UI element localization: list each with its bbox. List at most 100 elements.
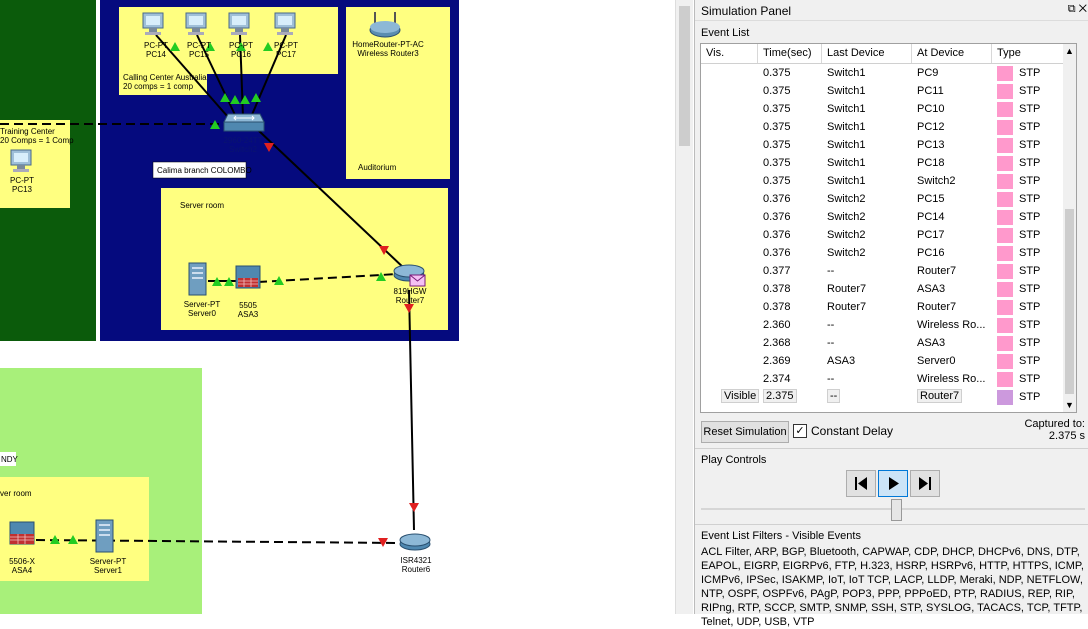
restore-icon[interactable]: ⧉ — [1067, 3, 1076, 15]
event-cell-at: PC14 — [917, 211, 945, 223]
event-color-swatch — [997, 264, 1013, 279]
simulation-panel: Simulation Panel ⧉ ✕ Event List Vis. Tim… — [694, 0, 1088, 628]
speed-slider-thumb[interactable] — [891, 499, 902, 521]
event-color-swatch — [997, 228, 1013, 243]
event-list-table[interactable]: Vis. Time(sec) Last Device At Device Typ… — [700, 43, 1077, 413]
event-cell-type: STP — [1019, 211, 1041, 223]
workspace-scrollbar[interactable] — [675, 0, 693, 614]
router-icon[interactable] — [393, 264, 426, 287]
event-cell-at: PC17 — [917, 229, 945, 241]
event-list-scroll-thumb[interactable] — [1065, 209, 1074, 394]
event-cell-type: STP — [1019, 121, 1041, 133]
event-cell-last: Switch2 — [827, 229, 866, 241]
event-cell-last: Switch1 — [827, 175, 866, 187]
event-cell-last: -- — [827, 389, 841, 403]
event-color-swatch — [997, 372, 1013, 387]
event-cell-type: STP — [1019, 337, 1041, 349]
play-button[interactable] — [878, 470, 908, 497]
step-back-button[interactable] — [846, 470, 876, 497]
pc-icon[interactable] — [228, 12, 250, 35]
event-cell-time: 2.369 — [763, 355, 791, 367]
event-cell-at: Router7 — [917, 389, 963, 403]
col-time[interactable]: Time(sec) — [763, 47, 812, 59]
pc-icon[interactable] — [185, 12, 207, 35]
pc-icon[interactable] — [274, 12, 296, 35]
server-icon[interactable] — [188, 262, 207, 296]
event-cell-at: Server0 — [917, 355, 956, 367]
scroll-down-icon[interactable]: ▼ — [1065, 400, 1074, 410]
col-type[interactable]: Type — [997, 47, 1021, 59]
link-pc15-switch2 — [196, 34, 237, 118]
event-cell-last: Switch1 — [827, 67, 866, 79]
event-cell-type: STP — [1019, 373, 1041, 385]
col-at-device[interactable]: At Device — [917, 47, 965, 59]
link-asa3-router7 — [257, 273, 399, 283]
event-cell-at: Wireless Ro... — [917, 319, 986, 331]
router-icon[interactable] — [399, 533, 431, 551]
event-cell-at: Wireless Ro... — [917, 373, 986, 385]
step-forward-button[interactable] — [910, 470, 940, 497]
filters-list[interactable]: ACL Filter, ARP, BGP, Bluetooth, CAPWAP,… — [701, 546, 1084, 628]
event-color-swatch — [997, 66, 1013, 81]
event-cell-type: STP — [1019, 247, 1041, 259]
event-list-scrollbar[interactable]: ▲ ▼ — [1063, 44, 1076, 412]
event-cell-time: 2.360 — [763, 319, 791, 331]
firewall-icon[interactable] — [9, 521, 35, 545]
pc-icon[interactable] — [142, 12, 164, 35]
event-cell-at: Router7 — [917, 301, 957, 313]
reset-simulation-button[interactable]: Reset Simulation — [701, 421, 789, 443]
firewall-icon[interactable] — [235, 265, 261, 289]
panel-titlebar: Simulation Panel ⧉ ✕ — [695, 0, 1088, 21]
event-cell-at: PC18 — [917, 157, 945, 169]
pc-icon[interactable] — [10, 149, 32, 172]
event-cell-at: PC15 — [917, 193, 945, 205]
event-row[interactable]: 2.360--Wireless Ro...STP — [701, 317, 1076, 335]
col-vis[interactable]: Vis. — [706, 47, 725, 59]
event-cell-time: 0.375 — [763, 157, 791, 169]
event-cell-time: 0.377 — [763, 265, 791, 277]
event-color-swatch — [997, 354, 1013, 369]
step-forward-icon — [919, 477, 931, 490]
event-cell-last: Switch2 — [827, 211, 866, 223]
captured-label: Captured to: — [1024, 418, 1085, 430]
event-row[interactable]: 2.374--Wireless Ro...STP — [701, 371, 1076, 389]
scroll-up-icon[interactable]: ▲ — [1065, 46, 1074, 56]
event-list-title: Event List — [701, 27, 750, 39]
event-cell-last: -- — [827, 319, 835, 331]
workspace-scrollbar-thumb[interactable] — [679, 6, 690, 146]
switch-icon[interactable] — [223, 113, 265, 132]
col-last-device[interactable]: Last Device — [827, 47, 885, 59]
server-icon[interactable] — [95, 519, 114, 553]
constant-delay-checkbox[interactable]: ✓ — [793, 424, 807, 438]
event-cell-last: Switch1 — [827, 121, 866, 133]
wireless-router-icon[interactable] — [369, 12, 401, 38]
close-icon[interactable]: ✕ — [1078, 3, 1087, 15]
event-color-swatch — [997, 390, 1013, 405]
event-color-swatch — [997, 120, 1013, 135]
